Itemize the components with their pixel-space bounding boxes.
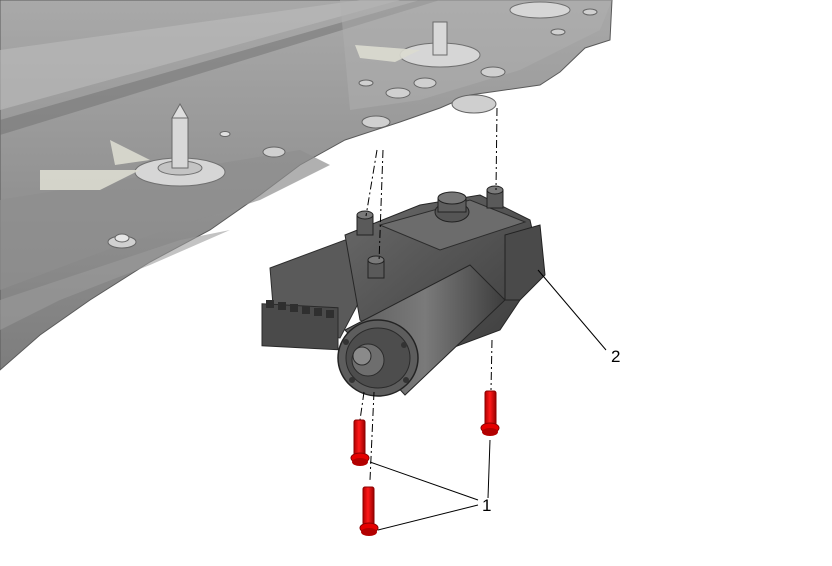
panel-nuts (107, 8, 598, 249)
mounting-bolt-1 (350, 419, 370, 466)
stud-right (355, 1, 571, 68)
seat-adjuster-motor (261, 185, 546, 397)
connector-pins (266, 300, 334, 318)
leader-lines (369, 269, 607, 531)
alignment-lines (359, 107, 498, 481)
mounting-bolt-2 (359, 486, 379, 536)
mounting-bolt-3 (480, 390, 500, 436)
callout-1: 1 (482, 496, 491, 515)
callout-2: 2 (611, 347, 620, 366)
stud-left (40, 102, 226, 190)
